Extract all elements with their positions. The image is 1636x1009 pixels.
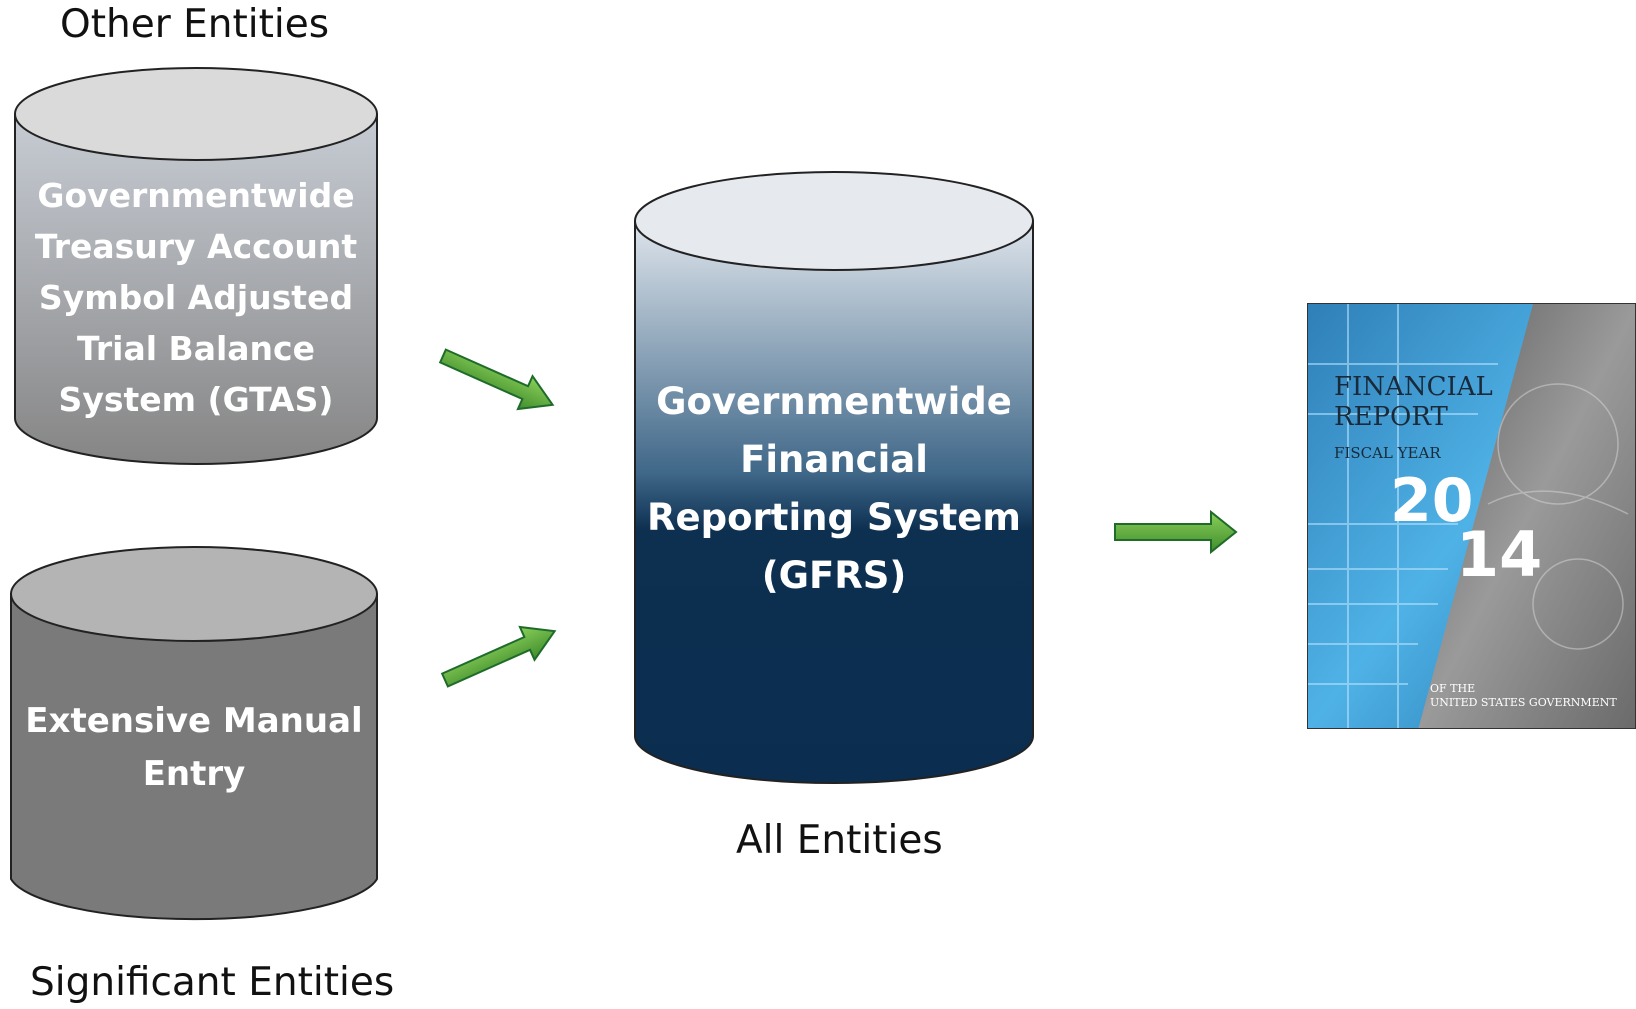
- manual-line-1: Extensive Manual: [25, 701, 363, 741]
- cover-footer-line-1: OF THE: [1430, 682, 1476, 695]
- cover-artwork: [1308, 304, 1635, 728]
- gtas-cylinder: [14, 67, 378, 465]
- manual-entry-text: Extensive Manual Entry: [11, 695, 377, 801]
- manual-entry-cylinder: [10, 546, 378, 921]
- gtas-line-5: System (GTAS): [58, 380, 334, 419]
- cover-year-part-1: 20: [1390, 466, 1474, 536]
- other-entities-label: Other Entities: [60, 2, 330, 47]
- gfrs-cylinder-text: Governmentwide Financial Reporting Syste…: [635, 373, 1033, 605]
- gfrs-line-2: Financial: [740, 438, 928, 481]
- financial-report-cover: FINANCIAL REPORT FISCAL YEAR 20 14 OF TH…: [1307, 303, 1636, 729]
- all-entities-label: All Entities: [736, 818, 943, 863]
- gfrs-line-1: Governmentwide: [656, 380, 1012, 423]
- gtas-line-3: Symbol Adjusted: [38, 278, 354, 317]
- gtas-cylinder-text: Governmentwide Treasury Account Symbol A…: [15, 170, 377, 425]
- gtas-line-2: Treasury Account: [34, 227, 358, 266]
- cover-year-part-2: 14: [1456, 518, 1543, 591]
- gfrs-line-3: Reporting System: [647, 496, 1021, 539]
- arrow-gtas-to-gfrs: [438, 348, 555, 411]
- gtas-line-4: Trial Balance: [77, 329, 315, 368]
- arrow-gfrs-to-report: [1114, 509, 1238, 555]
- cover-title-line-1: FINANCIAL: [1334, 372, 1493, 402]
- manual-line-2: Entry: [142, 754, 246, 794]
- cover-title-line-2: REPORT: [1334, 402, 1448, 432]
- gtas-line-1: Governmentwide: [37, 176, 355, 215]
- gfrs-cylinder: [634, 171, 1034, 784]
- significant-entities-label: Significant Entities: [30, 960, 395, 1005]
- cover-fiscal-year: FISCAL YEAR: [1334, 444, 1441, 462]
- gfrs-line-4: (GFRS): [761, 554, 907, 597]
- cover-footer-line-2: UNITED STATES GOVERNMENT: [1430, 696, 1617, 709]
- arrow-manual-to-gfrs: [440, 625, 557, 688]
